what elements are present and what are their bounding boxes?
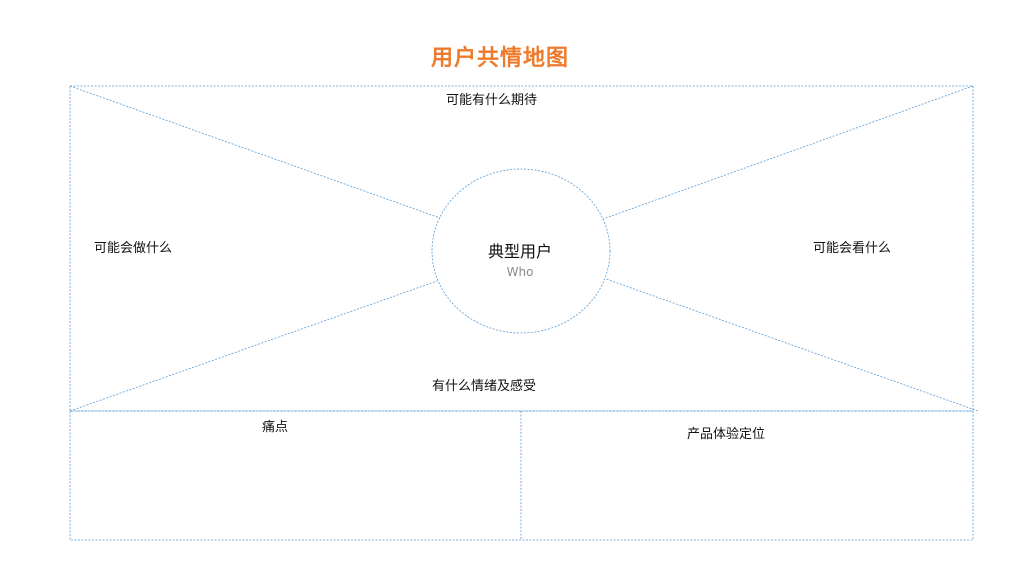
quadrant-right-label: 可能会看什么: [813, 241, 892, 256]
page-title: 用户共情地图: [430, 46, 569, 71]
map-upper-frame: [69, 85, 974, 412]
diagonal-top-left: [69, 85, 441, 219]
diagonal-bottom-right: [605, 278, 979, 412]
diagonal-bottom-left: [69, 280, 438, 412]
center-title: 典型用户: [487, 242, 552, 261]
pain-points-label: 痛点: [262, 420, 289, 435]
quadrant-left-label: 可能会做什么: [94, 241, 173, 256]
diagonal-top-right: [602, 85, 974, 220]
center-circle: [431, 168, 611, 334]
quadrant-bottom-label: 有什么情绪及感受: [432, 379, 537, 394]
center-subtitle: Who: [506, 265, 534, 279]
quadrant-top-label: 可能有什么期待: [446, 93, 538, 108]
product-positioning-label: 产品体验定位: [687, 427, 766, 442]
map-lower-frame: [69, 410, 974, 541]
